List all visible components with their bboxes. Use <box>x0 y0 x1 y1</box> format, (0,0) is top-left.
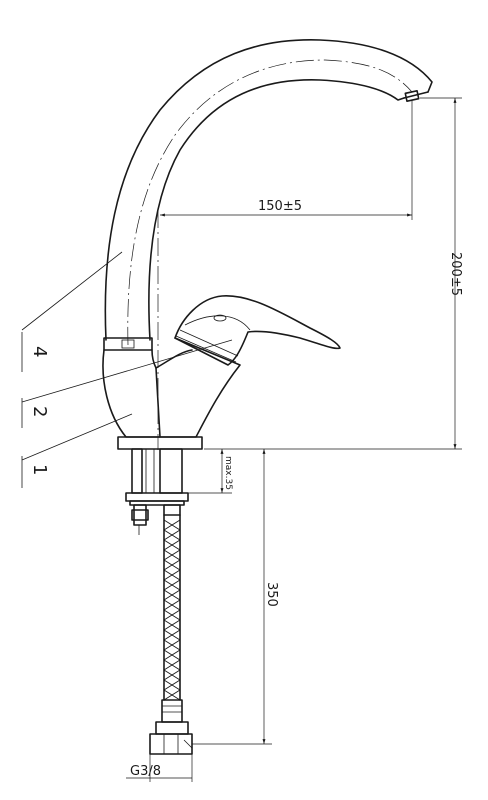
part-callouts: 4 2 1 <box>21 251 233 488</box>
lever-handle <box>174 295 341 366</box>
part-label-2: 2 <box>29 406 50 417</box>
thread-label: G3/8 <box>130 764 161 779</box>
part-label-1: 1 <box>29 464 50 475</box>
part-label-4: 4 <box>29 346 50 357</box>
spout-height-label: 200±5 <box>448 252 463 296</box>
mounting-assembly <box>125 448 189 535</box>
dimension-hose-length: 350 <box>192 449 279 745</box>
spout-reach-label: 150±5 <box>258 199 302 214</box>
dimension-spout-reach: 150±5 <box>160 100 413 220</box>
max-mount-label: max.35 <box>223 456 233 490</box>
faucet-body <box>102 337 241 450</box>
spout <box>104 39 433 346</box>
braided-hose <box>149 514 193 755</box>
dimension-spout-height: 200±5 <box>204 97 463 450</box>
hose-length-label: 350 <box>264 582 279 607</box>
dimension-thread: G3/8 <box>126 754 193 782</box>
dimension-max-mount: max.35 <box>188 449 233 494</box>
